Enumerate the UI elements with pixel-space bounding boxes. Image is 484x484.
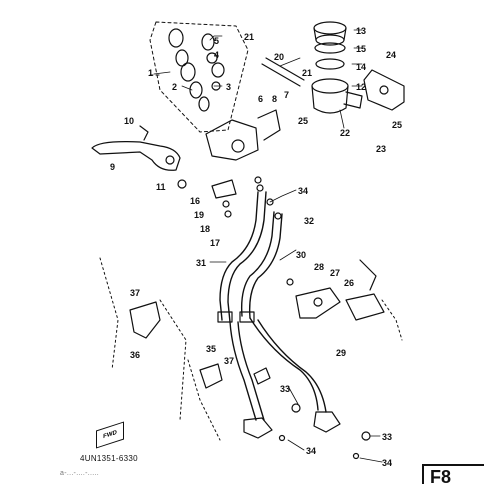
callout-37-mid: 37	[224, 356, 235, 366]
part-code: 4UN1351-6330	[80, 454, 138, 463]
pivot-nut	[177, 179, 187, 189]
callout-12: 12	[356, 82, 367, 92]
callout-34-mid: 34	[306, 446, 317, 456]
fork-outline	[99, 257, 403, 441]
callout-22: 22	[340, 128, 351, 138]
callout-14: 14	[356, 62, 367, 72]
fork-bracket-left	[129, 301, 161, 339]
callout-33-mid: 33	[280, 384, 291, 394]
reservoir-assembly	[311, 21, 363, 114]
callout-20: 20	[274, 52, 285, 62]
callout-28: 28	[314, 262, 325, 272]
callout-21-top: 21	[244, 32, 255, 42]
callout-25-right: 25	[392, 120, 403, 130]
brake-hoses	[219, 191, 327, 421]
callout-9: 9	[110, 162, 116, 172]
callout-33-right: 33	[382, 432, 393, 442]
pushrod	[261, 57, 305, 87]
leader-lines	[153, 29, 383, 463]
callout-23: 23	[376, 144, 387, 154]
callout-34-top: 34	[298, 186, 309, 196]
callout-30: 30	[296, 250, 307, 260]
master-cylinder-body	[205, 109, 281, 161]
callout-27: 27	[330, 268, 341, 278]
callout-36: 36	[130, 350, 141, 360]
callout-17: 17	[210, 238, 221, 248]
callout-4: 4	[214, 50, 220, 60]
callout-34-bottom: 34	[382, 458, 393, 468]
fork-bracket-mid	[199, 363, 223, 389]
callout-7: 7	[284, 90, 290, 100]
callout-19: 19	[194, 210, 205, 220]
callout-10: 10	[124, 116, 135, 126]
kit-dashed-outline	[149, 21, 249, 133]
callout-18: 18	[200, 224, 211, 234]
corner-mark: F8	[422, 464, 484, 484]
bracket	[363, 69, 405, 111]
callout-15: 15	[356, 44, 367, 54]
callout-24: 24	[386, 50, 397, 60]
callout-5: 5	[214, 36, 220, 46]
callout-32: 32	[304, 216, 315, 226]
callout-8: 8	[272, 94, 278, 104]
callout-21-mid: 21	[302, 68, 313, 78]
callout-13: 13	[356, 26, 367, 36]
callout-3: 3	[226, 82, 232, 92]
joint-bracket	[286, 259, 385, 321]
callout-37-left: 37	[130, 288, 141, 298]
banjo-fitting	[211, 179, 237, 199]
callout-26: 26	[344, 278, 355, 288]
callout-31: 31	[196, 258, 207, 268]
callout-29: 29	[336, 348, 347, 358]
callout-1: 1	[148, 68, 154, 78]
footer-text: a-...-....-.....	[60, 470, 100, 477]
callout-35: 35	[206, 344, 217, 354]
callout-16: 16	[190, 196, 201, 206]
callout-11: 11	[156, 182, 166, 192]
callout-2: 2	[172, 82, 178, 92]
callout-6: 6	[258, 94, 264, 104]
brake-lever	[91, 125, 181, 171]
callout-25-left: 25	[298, 116, 309, 126]
